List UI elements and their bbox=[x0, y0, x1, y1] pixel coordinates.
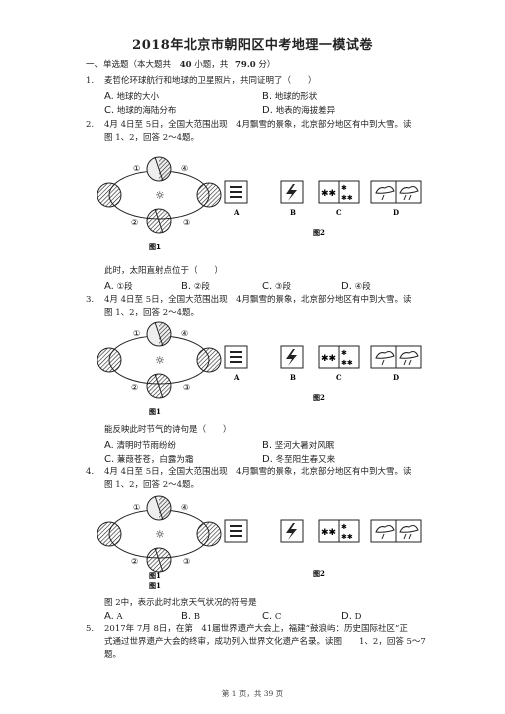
q3-question: 能反映此时节气的诗句是（ ） bbox=[104, 425, 232, 435]
q3-option-b: B. 坚河大暑对风眠 bbox=[262, 440, 335, 451]
q1-number: 1. bbox=[86, 76, 95, 86]
q3-option-d: D. 冬至阳生春又来 bbox=[262, 454, 336, 465]
svg-text:☼: ☼ bbox=[155, 528, 165, 541]
q4-stem-line2: 图 1、2，回答 2～4题。 bbox=[104, 480, 200, 490]
svg-text:④: ④ bbox=[181, 329, 188, 338]
section-end: 分） bbox=[258, 60, 276, 70]
svg-text:✱✱: ✱✱ bbox=[341, 194, 353, 202]
page-title: 2018年北京市朝阳区中考地理一模试卷 bbox=[132, 38, 373, 53]
svg-text:图2: 图2 bbox=[313, 228, 325, 237]
q3-stem-line1: 4月 4日至 5日，全国大范围出现 4月飘雪的景象，北京部分地区有中到大雪。读 bbox=[104, 295, 412, 305]
q4-number: 4. bbox=[86, 467, 95, 477]
svg-text:✱✱: ✱✱ bbox=[341, 359, 353, 367]
q4-option-c: C. C bbox=[262, 611, 282, 622]
svg-text:图2: 图2 bbox=[313, 393, 325, 402]
q2-option-a: A. ①段 bbox=[104, 281, 133, 292]
total-score: 79.0 bbox=[234, 60, 256, 70]
svg-text:①: ① bbox=[133, 503, 140, 512]
q2-question: 此时，太阳直射点位于（ ） bbox=[104, 266, 224, 276]
q4-question: 图 2中，表示此时北京天气状况的符号是 bbox=[104, 598, 257, 608]
question-count: 40 bbox=[179, 60, 192, 70]
svg-text:✱✱: ✱✱ bbox=[321, 354, 336, 364]
figure-block-1: ☼ ① ④ ② ③ 图1 A B ✱✱ ✱ ✱✱ C bbox=[96, 155, 437, 251]
svg-text:A: A bbox=[233, 208, 240, 217]
q4-stem-line1: 4月 4日至 5日，全国大范围出现 4月飘雪的景象，北京部分地区有中到大雪。读 bbox=[104, 467, 412, 477]
svg-text:☼: ☼ bbox=[155, 354, 165, 367]
q2-number: 2. bbox=[86, 120, 95, 130]
q3-option-c: C. 蒹葭苍苍，白露为霜 bbox=[104, 454, 194, 465]
svg-text:①: ① bbox=[133, 329, 140, 338]
svg-text:✱✱: ✱✱ bbox=[341, 533, 353, 541]
earth-orbit-and-weather-symbols: ☼ ① ④ ② ③ 图1 A B ✱✱ ✱ ✱✱ C bbox=[96, 156, 422, 251]
q3-option-a: A. 清明时节雨纷纷 bbox=[104, 440, 177, 451]
figure-block-2: ☼ ① ④ ② ③ 图1 A B ✱✱ ✱ ✱✱ C D 图2 bbox=[96, 320, 437, 416]
q1-text: 麦哲伦环球航行和地球的卫星照片，共同证明了（ ） bbox=[104, 76, 317, 86]
svg-text:✱✱: ✱✱ bbox=[321, 528, 336, 538]
q5-line3: 题。 bbox=[104, 650, 122, 660]
svg-text:④: ④ bbox=[181, 503, 188, 512]
q1-option-a: A. 地球的大小 bbox=[104, 91, 160, 102]
svg-text:C: C bbox=[336, 373, 342, 382]
svg-text:A: A bbox=[233, 373, 240, 382]
q5-line2: 式通过世界遗产大会的终审，成功列入世界文化遗产名录。读图 1、2，回答 5～7 bbox=[104, 637, 426, 647]
svg-text:C: C bbox=[336, 208, 342, 217]
section-mid: 小题，共 bbox=[194, 60, 229, 70]
q5-line1: 2017年 7月 8日，在第 41届世界遗产大会上，福建“鼓浪屿：历史国际社区”… bbox=[104, 624, 408, 634]
q3-number: 3. bbox=[86, 295, 95, 305]
svg-text:图1: 图1 bbox=[149, 407, 161, 416]
section-header: 一、单选题（本大题共 40 小题，共 79.0 分） bbox=[86, 60, 275, 71]
svg-text:③: ③ bbox=[183, 557, 190, 566]
q2-stem-line2: 图 1、2，回答 2～4题。 bbox=[104, 133, 200, 143]
svg-text:D: D bbox=[393, 208, 399, 217]
page-footer: 第 1 页，共 39 页 bbox=[221, 689, 284, 698]
earth-orbit-and-weather-symbols: ☼ ① ④ ② ③ 图1 ✱✱ ✱ ✱✱ 图1 图2 bbox=[96, 495, 422, 590]
svg-text:✱✱: ✱✱ bbox=[321, 189, 336, 199]
svg-text:✱: ✱ bbox=[341, 184, 347, 192]
orbit-mark-1: ① bbox=[133, 164, 140, 173]
svg-text:图1: 图1 bbox=[149, 571, 161, 580]
q4-option-a: A. A bbox=[104, 611, 123, 622]
svg-text:图2: 图2 bbox=[313, 569, 325, 578]
orbit-mark-3: ② bbox=[131, 218, 138, 227]
q2-stem-line1: 4月 4日至 5日，全国大范围出现 4月飘雪的景象，北京部分地区有中到大雪。读 bbox=[104, 120, 412, 130]
q1-option-d: D. 地表的海拔差异 bbox=[262, 105, 336, 116]
q4-option-b: B. B bbox=[181, 611, 200, 622]
q1-option-c: C. 地球的海陆分布 bbox=[104, 105, 177, 116]
earth-orbit-and-weather-symbols: ☼ ① ④ ② ③ 图1 A B ✱✱ ✱ ✱✱ C D 图2 bbox=[96, 321, 422, 416]
svg-text:D: D bbox=[393, 373, 399, 382]
svg-text:B: B bbox=[290, 373, 296, 382]
q3-stem-line2: 图 1、2，回答 2～4题。 bbox=[104, 308, 200, 318]
q4-option-d: D. D bbox=[341, 611, 362, 622]
figure-block-3: ☼ ① ④ ② ③ 图1 ✱✱ ✱ ✱✱ 图1 图2 bbox=[96, 494, 437, 590]
q2-option-b: B. ②段 bbox=[181, 281, 210, 292]
q2-option-d: D. ④段 bbox=[341, 281, 371, 292]
svg-text:②: ② bbox=[131, 557, 138, 566]
svg-text:③: ③ bbox=[183, 383, 190, 392]
svg-text:图1: 图1 bbox=[149, 242, 161, 251]
section-label: 一、单选题（本大题共 bbox=[86, 60, 172, 70]
orbit-mark-2: ④ bbox=[181, 164, 188, 173]
svg-text:✱: ✱ bbox=[341, 523, 347, 531]
svg-text:☼: ☼ bbox=[155, 189, 165, 202]
q5-number: 5. bbox=[86, 624, 95, 634]
q2-option-c: C. ③段 bbox=[262, 281, 291, 292]
orbit-mark-4: ③ bbox=[183, 218, 190, 227]
svg-text:B: B bbox=[290, 208, 296, 217]
q1-option-b: B. 地球的形状 bbox=[262, 91, 318, 102]
svg-text:②: ② bbox=[131, 383, 138, 392]
svg-text:✱: ✱ bbox=[341, 349, 347, 357]
svg-text:图1: 图1 bbox=[149, 581, 161, 590]
